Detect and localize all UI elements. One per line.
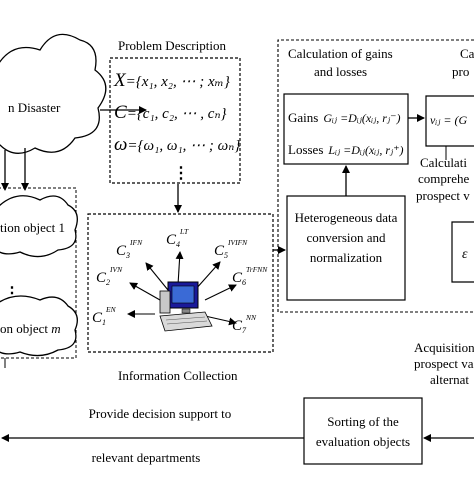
- criterion-c4: C4LT: [166, 227, 189, 249]
- problem-description-frame: [109, 57, 241, 184]
- information-collection-frame: [87, 213, 274, 353]
- acquisition-line3: alternat: [430, 372, 469, 387]
- collection-criteria-labels: C3IFN C4LT C5IVIFN C2IVN C6TrFNN C1EN C7…: [92, 227, 268, 335]
- problem-description-title: Problem Description: [118, 38, 226, 53]
- formula-weights: ω={ω₁, ω₁, ⋯ ; ωₙ}: [114, 134, 240, 155]
- disaster-cloud-shape: [0, 33, 107, 154]
- formula-criteria: C={c₁, c₂, ⋯ , cₙ}: [114, 102, 227, 123]
- arrow-to-c4: [175, 251, 184, 286]
- arrow-to-c7: [204, 315, 237, 326]
- object-cloud-m-shape: [0, 295, 78, 357]
- collection-arrows: [127, 251, 237, 326]
- right-title-line1: Ca: [460, 46, 474, 61]
- objects-dashed-frame: [0, 187, 77, 359]
- sorting-line1: Sorting of the: [327, 414, 399, 429]
- object-cloud-m: on object m: [0, 295, 78, 357]
- sorting-box: [303, 397, 423, 465]
- acquisition-line1: Acquisition: [414, 340, 474, 355]
- criterion-c5: C5IVIFN: [214, 238, 248, 260]
- formula-objects: X={x₁, x₂, ⋯ ; xₘ}: [113, 70, 230, 91]
- computer-keyboard: [159, 311, 213, 332]
- object-cloud-1-label: tion object 1: [0, 220, 65, 235]
- heterogeneous-line1: Heterogeneous data: [295, 210, 398, 225]
- disaster-cloud: n Disaster: [0, 33, 107, 154]
- comprehensive-line1: Calculati: [420, 155, 467, 170]
- criterion-c7: C7NN: [232, 313, 257, 335]
- computer-tower: [159, 290, 171, 314]
- prospect-value-formula: vᵢⱼ = (G: [430, 113, 467, 127]
- heterogeneous-line2: conversion and: [306, 230, 386, 245]
- decision-support-line1: Provide decision support to: [89, 406, 232, 421]
- acquisition-line2: prospect va: [414, 356, 474, 371]
- computer-screen: [171, 285, 195, 304]
- decision-support-line2: relevant departments: [92, 450, 201, 465]
- gains-losses-title-line2: and losses: [314, 64, 367, 79]
- arrow-to-c6: [204, 284, 237, 301]
- arrow-to-c5: [194, 261, 221, 291]
- arrow-to-c3: [145, 262, 169, 291]
- criterion-c2: C2IVN: [96, 265, 123, 287]
- heterogeneous-conversion-box: [286, 195, 406, 301]
- right-dashed-frame: [277, 39, 474, 313]
- gains-losses-title-line1: Calculation of gains: [288, 46, 393, 61]
- criterion-c6: C6TrFNN: [232, 265, 268, 287]
- object-cloud-m-label: on object m: [0, 321, 61, 336]
- right-title-line2: pro: [452, 64, 469, 79]
- information-collection-title: Information Collection: [118, 368, 238, 383]
- comprehensive-line3: prospect v: [416, 188, 470, 203]
- prospect-value-box: [425, 95, 474, 147]
- object-cloud-1-shape: [0, 195, 78, 258]
- heterogeneous-line3: normalization: [310, 250, 383, 265]
- comprehensive-value-box: [451, 221, 474, 283]
- sorting-line2: evaluation objects: [316, 434, 410, 449]
- problem-description-ellipsis: ⋮: [173, 165, 189, 182]
- object-cloud-1: tion object 1: [0, 195, 78, 258]
- disaster-cloud-label: n Disaster: [8, 100, 61, 115]
- criterion-c1: C1EN: [92, 305, 117, 327]
- arrow-to-c2: [129, 282, 161, 301]
- comprehensive-line2: comprehe: [418, 171, 469, 186]
- svg-text:ε: ε: [462, 247, 468, 262]
- criterion-c3: C3IFN: [116, 238, 143, 260]
- computer-icon: [159, 281, 213, 332]
- gains-losses-box: [283, 93, 409, 165]
